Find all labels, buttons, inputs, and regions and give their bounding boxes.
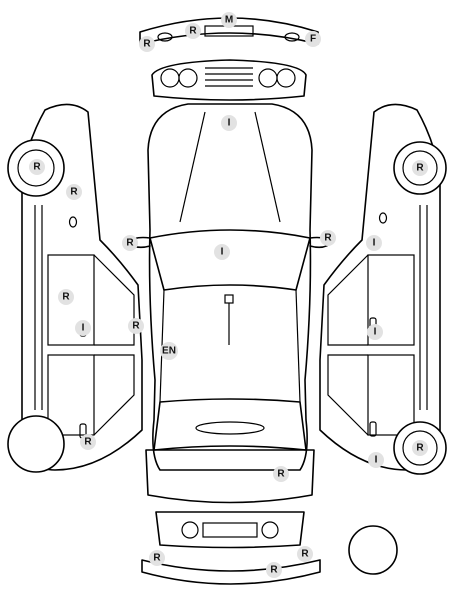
svg-text:M: M <box>225 15 233 26</box>
marker-right-front-door-I[interactable]: I <box>367 324 383 340</box>
marker-left-front-door-I[interactable]: I <box>75 320 91 336</box>
marker-rear-bumper-R-right[interactable]: R <box>297 546 313 562</box>
front-fascia[interactable] <box>151 59 307 101</box>
left-rear-wheel[interactable] <box>7 415 65 473</box>
marker-trunk-R[interactable]: R <box>273 466 289 482</box>
spare-wheel[interactable] <box>348 525 398 575</box>
svg-text:R: R <box>270 565 278 576</box>
svg-text:I: I <box>228 118 231 129</box>
svg-text:R: R <box>132 321 140 332</box>
marker-front-bumper-M[interactable]: M <box>221 12 237 28</box>
marker-left-front-fender-R[interactable]: R <box>66 184 82 200</box>
marker-right-rear-I[interactable]: I <box>368 452 384 468</box>
svg-text:R: R <box>33 162 41 173</box>
marker-windshield-I[interactable]: I <box>214 244 230 260</box>
svg-text:R: R <box>143 39 151 50</box>
marker-mirror-right-R[interactable]: R <box>320 230 336 246</box>
svg-text:R: R <box>62 292 70 303</box>
marker-rear-bumper-R-left[interactable]: R <box>149 550 165 566</box>
svg-text:R: R <box>189 26 197 37</box>
rear-fascia[interactable] <box>155 511 305 549</box>
marker-hood-I[interactable]: I <box>221 115 237 131</box>
marker-left-front-wheel-R[interactable]: R <box>29 159 45 175</box>
svg-text:I: I <box>82 323 85 334</box>
svg-text:R: R <box>70 187 78 198</box>
svg-text:I: I <box>375 455 378 466</box>
svg-text:F: F <box>310 34 316 45</box>
svg-text:I: I <box>373 238 376 249</box>
marker-left-rear-R[interactable]: R <box>80 434 96 450</box>
marker-rear-bumper-R-mid[interactable]: R <box>266 562 282 578</box>
marker-front-bumper-R-mid[interactable]: R <box>185 23 201 39</box>
svg-text:EN: EN <box>162 346 176 357</box>
marker-right-front-fender-I[interactable]: I <box>366 235 382 251</box>
svg-text:R: R <box>277 469 285 480</box>
marker-engine-EN[interactable]: EN <box>160 342 178 360</box>
marker-mirror-left-R[interactable]: R <box>122 235 138 251</box>
marker-front-bumper-F[interactable]: F <box>305 31 321 47</box>
svg-text:R: R <box>416 163 424 174</box>
svg-text:I: I <box>221 247 224 258</box>
rear-bumper[interactable] <box>141 559 321 585</box>
marker-front-bumper-R-left[interactable]: R <box>139 36 155 52</box>
svg-text:R: R <box>301 549 309 560</box>
marker-left-front-door-R[interactable]: R <box>58 289 74 305</box>
car-body-top-view[interactable] <box>147 103 313 471</box>
svg-text:R: R <box>324 233 332 244</box>
svg-text:R: R <box>84 437 92 448</box>
marker-right-front-wheel-R[interactable]: R <box>412 160 428 176</box>
marker-right-rear-wheel-R[interactable]: R <box>412 440 428 456</box>
svg-text:R: R <box>153 553 161 564</box>
svg-text:R: R <box>126 238 134 249</box>
trunk[interactable] <box>145 449 315 504</box>
marker-left-pillar-R[interactable]: R <box>128 318 144 334</box>
svg-text:R: R <box>416 443 424 454</box>
svg-text:I: I <box>374 327 377 338</box>
